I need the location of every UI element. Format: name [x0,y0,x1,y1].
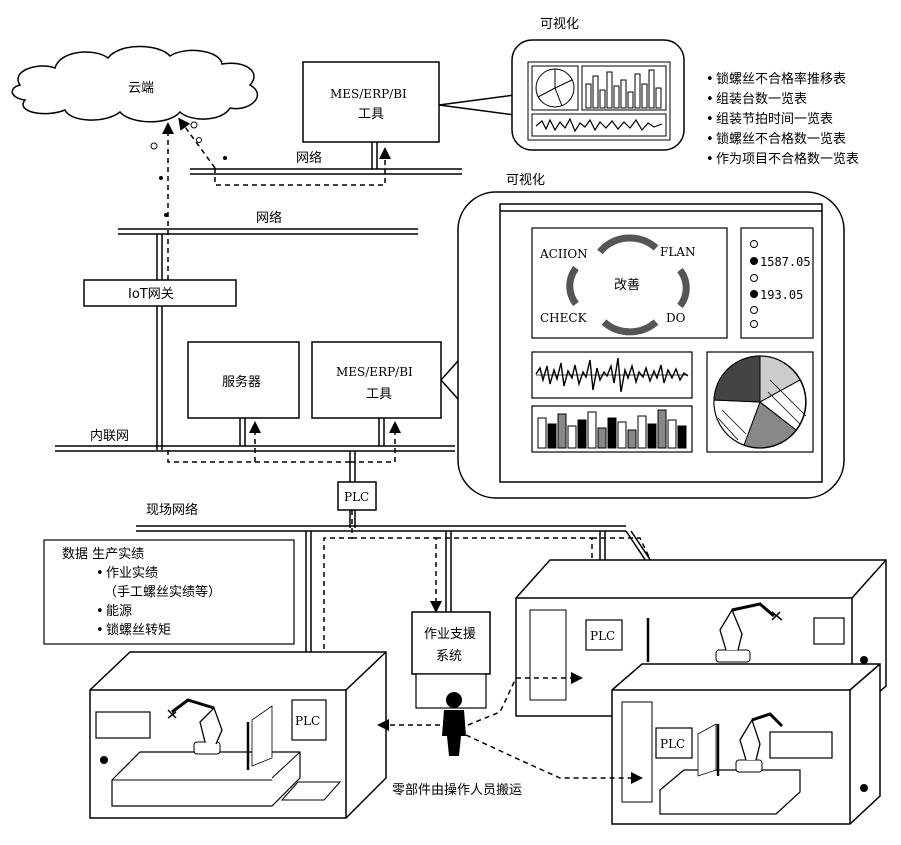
visual-list-item: 锁螺丝不合格数一览表 [716,131,846,147]
svg-text:•: • [96,566,104,581]
data-box-item: （手工螺丝实绩等） [104,584,221,600]
workstation-left: PLC [89,651,387,819]
caption: 零部件由操作人员搬运 [392,782,522,798]
svg-text:•: • [706,152,714,167]
plc-right-front-label: PLC [660,737,685,751]
pdca-check: CHECK [540,311,588,325]
readout-value: 1587.05 [760,255,811,269]
pdca-action: ACIION [539,247,588,261]
pdca-plan: FLAN [660,245,695,259]
workstation-right-front: PLC [611,663,881,825]
svg-text:•: • [706,72,714,87]
readout-value: 193.05 [760,288,803,302]
pdca-center: 改善 [614,277,640,293]
field-network-label: 现场网络 [146,502,198,518]
tool-top-box [302,61,440,143]
visual-list-item: 组装台数一览表 [716,91,807,107]
mini-bar-chart [585,69,662,109]
pdca-panel [531,227,728,339]
data-box-item: 作业实绩 [106,566,158,581]
cloud-shape [11,45,259,123]
tool-top-line1: MES/ERP/BI [330,87,407,101]
data-box-item: 锁螺丝转矩 [106,622,171,638]
plc-main-label: PLC [344,490,369,504]
visual-list-item: 作为项目不合格数一览表 [716,151,859,167]
svg-text:•: • [96,623,104,638]
plc-right-back-label: PLC [590,629,615,643]
svg-text:•: • [706,112,714,127]
iot-gateway-box [83,279,237,307]
iot-gateway-label: IoT网关 [128,287,174,302]
support-system-box [411,611,491,675]
server-box [187,341,300,419]
tool-mid-box [311,341,442,419]
pdca-do: DO [666,311,686,325]
visual-top-title: 可视化 [540,17,579,32]
svg-text:•: • [706,92,714,107]
tool-top-line2: 工具 [358,107,384,122]
server-label: 服务器 [222,374,261,390]
network-mid-label: 网络 [256,210,282,226]
visual-list-item: 锁螺丝不合格率推移表 [716,71,846,87]
plc-left-label: PLC [295,714,320,728]
data-box [43,539,295,645]
tool-mid-line1: MES/ERP/BI [336,365,413,379]
svg-text:•: • [706,132,714,147]
operator-icon [442,692,466,756]
intranet-label: 内联网 [90,428,129,444]
cloud-label: 云端 [128,81,154,96]
network-top-label: 网络 [296,150,322,166]
svg-text:•: • [96,604,104,619]
tool-mid-line2: 工具 [366,387,392,402]
visual-top-list: •锁螺丝不合格率推移表 •组装台数一览表 •组装节拍时间一览表 •锁螺丝不合格数… [706,71,859,167]
data-box-item: 能源 [106,604,132,619]
visual-list-item: 组装节拍时间一览表 [716,111,833,127]
visual-mid-title: 可视化 [506,173,545,188]
support-system-line2: 系统 [436,649,462,664]
data-box-title: 数据 生产实绩 [62,547,144,562]
plc-main-box [337,481,377,511]
support-system-line1: 作业支援 [424,627,476,642]
